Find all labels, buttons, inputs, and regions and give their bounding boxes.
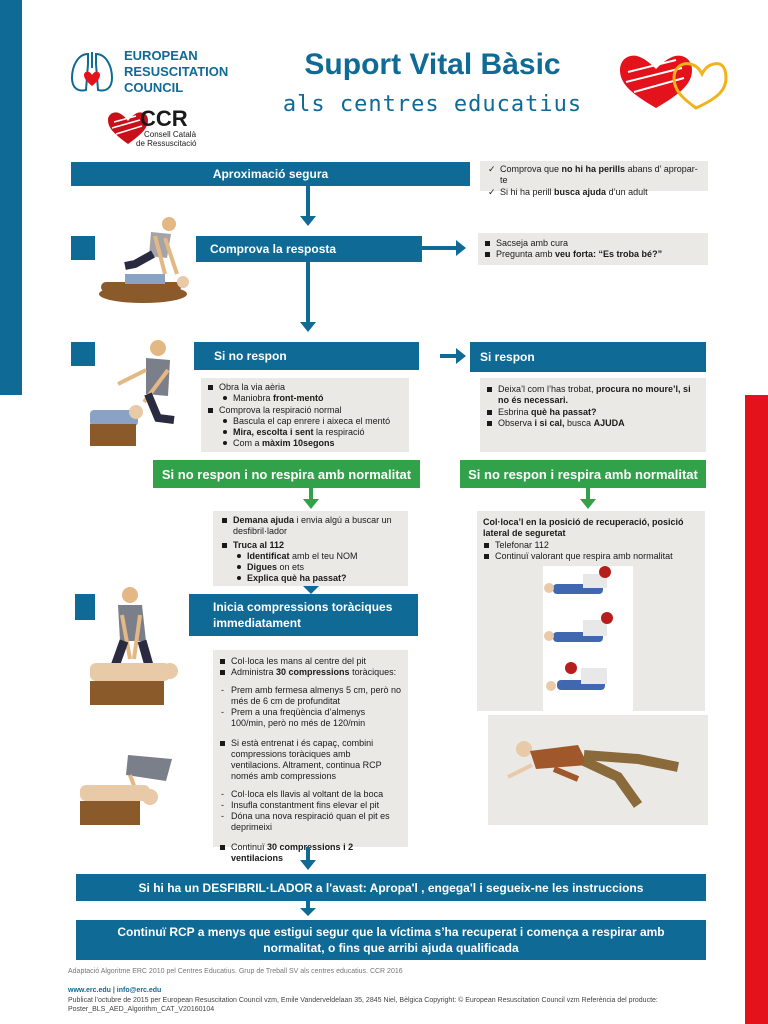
footer-published: Publicat l’octubre de 2015 per European … <box>68 997 658 1014</box>
step-check-response: Comprova la resposta <box>196 236 422 262</box>
trained-note: Si està entrenat i és capaç, combini com… <box>219 738 402 783</box>
step-compressions: Inicia compressions toràciques immediata… <box>189 594 418 636</box>
page-subtitle: als centres educatius <box>282 92 583 117</box>
arrow-check-line <box>422 246 458 250</box>
erc-logo: EUROPEAN RESUSCITATION COUNCIL <box>68 48 248 100</box>
lungs-heart-icon <box>70 52 114 92</box>
administer-30: Administra 30 compressions toràciques: <box>219 667 402 678</box>
approach-note-2: Si hi ha perill busca ajuda d’un adult <box>488 187 700 199</box>
flow-arrow-1 <box>300 216 316 226</box>
step-response: Si respon <box>470 342 706 372</box>
arrow-respon-head <box>456 348 466 364</box>
compressions-details: Col·loca les mans al centre del pit Admi… <box>213 650 408 863</box>
check-notes: Sacseja amb cura Pregunta amb veu forta:… <box>478 233 708 265</box>
ccr-line2: de Ressuscitació <box>136 139 197 148</box>
step-continue-cpr: Continuï RCP a menys que estigui segur q… <box>76 920 706 960</box>
response-details: Deixa’l com l’has trobat, procura no mou… <box>480 378 706 452</box>
blue-tab-2 <box>71 236 95 260</box>
blue-tab-4 <box>75 594 95 620</box>
recovery-position-sequence-illustration <box>543 566 633 712</box>
footer-links[interactable]: www.erc.edu | info@erc.edu <box>68 987 162 994</box>
call-sub-3: Explica què ha passat? <box>235 573 400 584</box>
no-response-details: Obra la via aèria Maniobra front-mentó C… <box>201 378 409 452</box>
breath-sub-2: Mira, escolta i sent la respiració <box>221 427 403 438</box>
arrow-approach-line <box>420 172 460 176</box>
page-title: Suport Vital Bàsic <box>304 48 561 81</box>
airway-item: Obra la via aèria <box>207 382 403 393</box>
airway-illustration <box>90 340 175 446</box>
arrow-approach-head <box>459 166 469 182</box>
continue-30-2: Continuï 30 compressions i 2 ventilacion… <box>219 842 402 865</box>
step-no-breathing: Si no respon i no respira amb normalitat <box>153 460 420 488</box>
vent-lips: Col·loca els llavis al voltant de la boc… <box>219 789 402 801</box>
flow-arrow-5 <box>300 908 316 916</box>
ccr-abbr: CCR <box>140 106 188 131</box>
approach-note-1: Comprova que no hi ha perills abans d’ a… <box>488 164 700 187</box>
breath-sub-1: Bascula el cap enrere i aixeca el mentó <box>221 416 403 427</box>
response-observe: Observa i si cal, busca AJUDA <box>486 418 700 429</box>
press-rate: Prem a una freqüència d’almenys 100/min,… <box>219 707 402 730</box>
arrow-check-head <box>456 240 466 256</box>
green-arrow-right <box>580 499 596 509</box>
response-find: Esbrina què ha passat? <box>486 407 700 418</box>
green-line-right <box>586 488 590 500</box>
right-red-accent <box>745 395 768 1024</box>
no-breathing-details: Demana ajuda i envia algú a buscar un de… <box>213 511 408 586</box>
flow-arrow-3 <box>303 586 319 594</box>
check-note-2: Pregunta amb veu forta: “Es troba bé?” <box>484 249 702 260</box>
breath-item: Comprova la respiració normal <box>207 405 403 416</box>
footer-adaptation: Adaptació Algoritme ERC 2010 pel Centres… <box>68 968 403 975</box>
rescuer-checking-illustration <box>99 217 189 303</box>
flow-arrow-2 <box>300 322 316 332</box>
call-sub-1: Identificat amb el teu NOM <box>235 551 400 562</box>
flow-line-5 <box>306 901 310 911</box>
call-112: Truca al 112 <box>221 540 400 551</box>
response-leave: Deixa’l com l’has trobat, procura no mou… <box>486 384 700 407</box>
ask-help: Demana ajuda i envia algú a buscar un de… <box>221 515 400 538</box>
check-note-1: Sacseja amb cura <box>484 238 702 249</box>
step-breathing: Si no respon i respira amb normalitat <box>460 460 706 488</box>
step-aed: Si hi ha un DESFIBRIL·LADOR a l'avast: A… <box>76 874 706 901</box>
erc-name: EUROPEAN RESUSCITATION COUNCIL <box>124 48 229 95</box>
flow-line-4 <box>306 847 310 861</box>
flow-line-1 <box>306 186 310 216</box>
step-no-response: Si no respon <box>194 342 419 370</box>
chest-compressions-illustration <box>90 587 178 705</box>
recovery-position-illustration <box>488 715 708 825</box>
green-line-left <box>309 488 313 500</box>
ccr-logo: CCR Consell Català de Ressuscitació <box>106 106 216 150</box>
approach-notes: Comprova que no hi ha perills abans d’ a… <box>480 161 708 198</box>
ccr-line1: Consell Català <box>144 130 197 139</box>
breath-sub-3: Com a màxim 10segons <box>221 438 403 449</box>
rescue-breath-illustration <box>80 755 172 825</box>
recovery-position: Col·loca’l en la posició de recuperació,… <box>483 517 684 539</box>
hands-center: Col·loca les mans al centre del pit <box>219 656 402 667</box>
breathing-continue: Continuï valorant que respira amb normal… <box>483 551 699 562</box>
press-depth: Prem amb fermesa almenys 5 cm, però no m… <box>219 685 402 708</box>
arrow-respon-line <box>440 354 458 358</box>
breathing-phone: Telefonar 112 <box>483 540 699 551</box>
step-approach: Aproximació segura <box>71 162 470 186</box>
green-arrow-left <box>303 499 319 509</box>
vent-next: Dóna una nova respiració quan el pit es … <box>219 811 402 834</box>
airway-sub-item: Maniobra front-mentó <box>221 393 403 404</box>
vent-blow: Insufla constantment fins elevar el pit <box>219 800 402 812</box>
blue-tab-3 <box>71 342 95 366</box>
call-sub-2: Digues on ets <box>235 562 400 573</box>
hearts-icon <box>620 55 728 110</box>
flow-line-2 <box>306 262 310 322</box>
ccr-heart-icon <box>108 112 148 144</box>
flow-arrow-4 <box>300 860 316 870</box>
left-blue-accent <box>0 0 22 395</box>
